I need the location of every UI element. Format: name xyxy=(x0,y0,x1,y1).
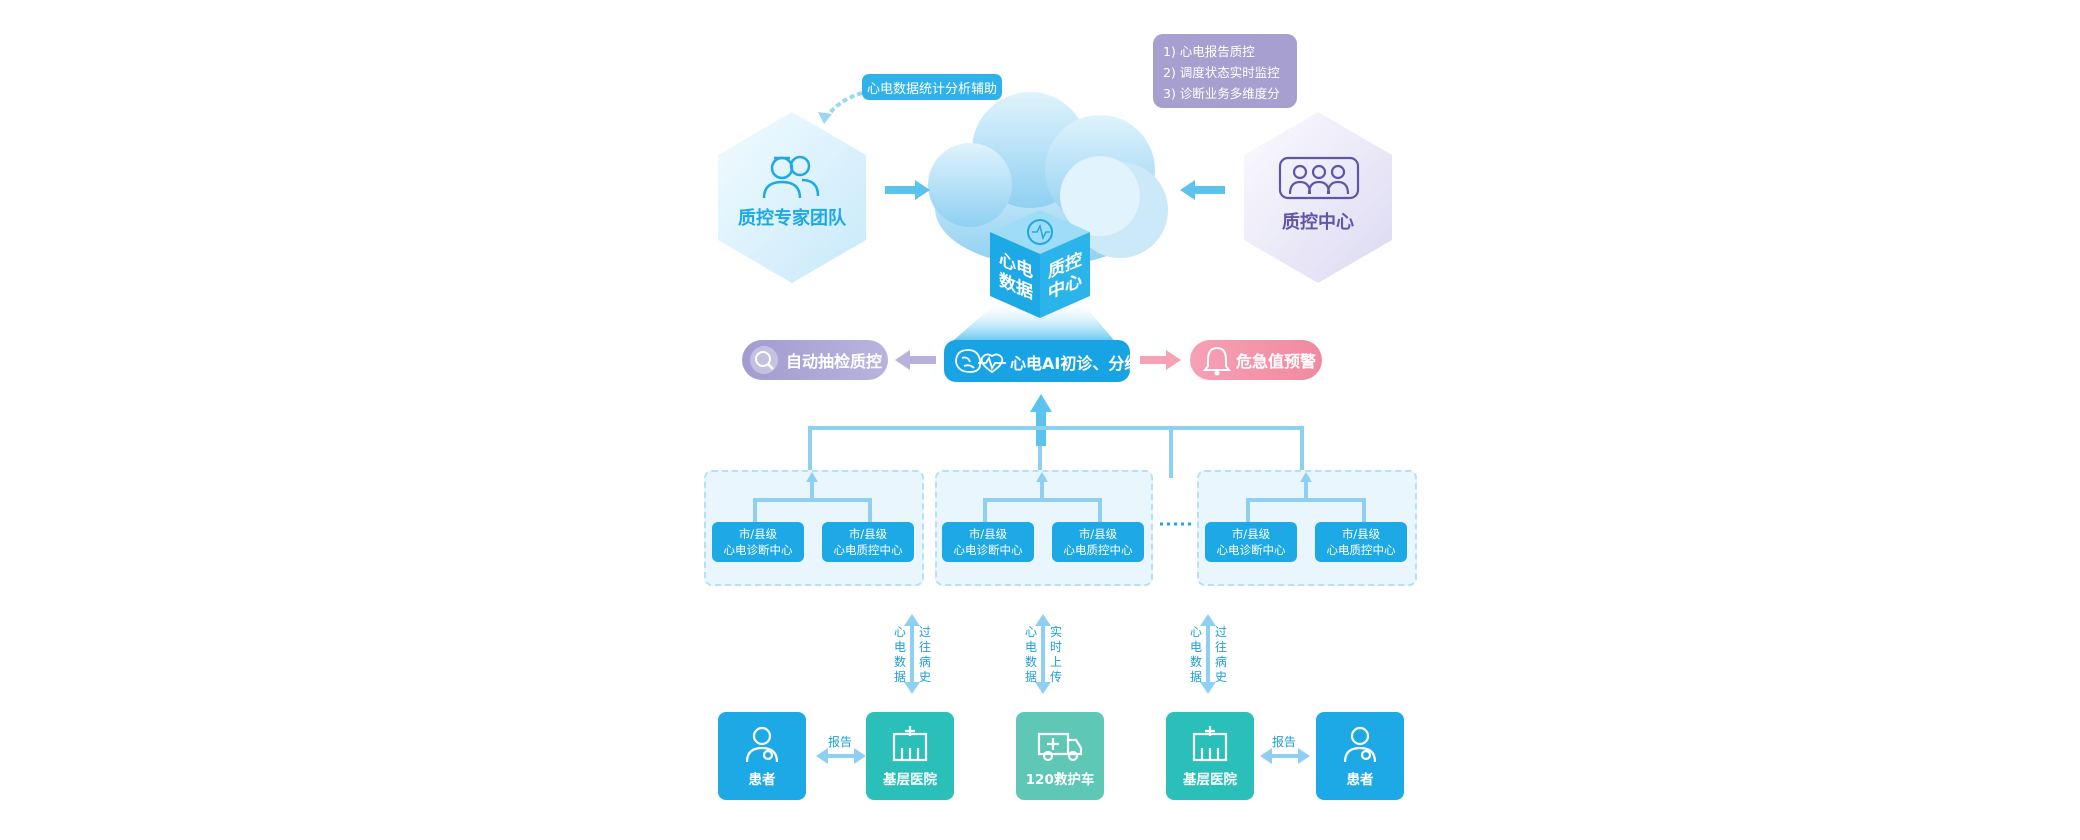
note-line-1: 1) 心电报告质控 xyxy=(1163,44,1255,59)
diagnosis-center-unit: 市/县级 心电诊断中心 xyxy=(712,522,804,562)
stats-assist-bubble: 心电数据统计分析辅助 xyxy=(862,74,1002,100)
ambulance-label: 120救护车 xyxy=(1025,772,1095,788)
qc-center-unit: 市/县级 心电质控中心 xyxy=(822,522,914,562)
diagnosis-center-unit: 市/县级 心电诊断中心 xyxy=(942,522,1034,562)
arrow-ai-to-alert xyxy=(1140,350,1181,370)
doctors-icon xyxy=(762,155,820,199)
hospital-label: 基层医院 xyxy=(1183,772,1237,788)
hospital-icon xyxy=(1192,726,1228,762)
ai-diagnosis-label: 心电AI初诊、分级 xyxy=(1010,354,1141,373)
unit-line-2: 心电诊断中心 xyxy=(723,543,793,557)
link-text-right: 实时上传 xyxy=(1049,625,1062,684)
patient-label: 患者 xyxy=(748,772,776,788)
unit-line-2: 心电诊断中心 xyxy=(953,543,1023,557)
unit-line-1: 市/县级 xyxy=(1341,527,1381,541)
hospital-icon xyxy=(892,726,928,762)
unit-line-1: 市/县级 xyxy=(738,527,778,541)
arrow-center-to-cloud xyxy=(1180,180,1225,200)
report-label-right: 报告 xyxy=(1272,735,1297,749)
auto-check-label: 自动抽检质控 xyxy=(786,352,883,371)
trunk-lines xyxy=(808,426,1304,478)
unit-line-1: 市/县级 xyxy=(1078,527,1118,541)
unit-line-1: 市/县级 xyxy=(1231,527,1271,541)
patient-label: 患者 xyxy=(1346,772,1374,788)
diagnosis-center-unit: 市/县级 心电诊断中心 xyxy=(1205,522,1297,562)
expert-team-label: 质控专家团队 xyxy=(738,208,846,229)
brain-heart-icon xyxy=(955,349,1006,374)
link-text-left: 心电数据 xyxy=(1189,625,1202,684)
note-line-2: 2) 调度状态实时监控 xyxy=(1163,65,1280,80)
unit-line-2: 心电质控中心 xyxy=(1063,543,1133,557)
link-text-left: 心电数据 xyxy=(1024,625,1037,684)
link-text-right: 过往病史 xyxy=(1214,625,1227,684)
auto-check-pill: 自动抽检质控 xyxy=(742,340,888,380)
patient-icon xyxy=(1343,726,1377,763)
unit-line-2: 心电诊断中心 xyxy=(1216,543,1286,557)
link-text-right: 过往病史 xyxy=(918,625,931,684)
patient-tile-left: 患者 xyxy=(718,712,806,800)
ambulance-tile: 120救护车 xyxy=(1016,712,1104,800)
qc-notes-box: 1) 心电报告质控 2) 调度状态实时监控 3) 诊断业务多维度分析 xyxy=(1153,34,1297,122)
arrow-ai-to-auto-check xyxy=(895,350,936,370)
hospital-tile-right: 基层医院 xyxy=(1166,712,1254,800)
qc-center-unit: 市/县级 心电质控中心 xyxy=(1315,522,1407,562)
hospital-tile-left: 基层医院 xyxy=(866,712,954,800)
stats-arrow-head xyxy=(818,112,832,124)
report-label-left: 报告 xyxy=(828,735,853,749)
arrow-expert-to-cloud xyxy=(885,180,930,200)
ambulance-icon xyxy=(1037,732,1083,762)
expert-team-hexagon xyxy=(718,112,866,283)
qc-center-unit: 市/县级 心电质控中心 xyxy=(1052,522,1144,562)
hospital-label: 基层医院 xyxy=(883,772,937,788)
patient-tile-right: 患者 xyxy=(1316,712,1404,800)
light-beam xyxy=(948,300,1118,345)
qc-center-label: 质控中心 xyxy=(1282,212,1354,233)
alert-label: 危急值预警 xyxy=(1236,352,1317,371)
alert-pill: 危急值预警 xyxy=(1190,340,1322,380)
unit-line-1: 市/县级 xyxy=(968,527,1008,541)
patient-icon xyxy=(745,726,779,763)
unit-line-2: 心电质控中心 xyxy=(833,543,903,557)
data-cube xyxy=(990,210,1090,318)
search-check-icon xyxy=(750,346,778,374)
meeting-icon xyxy=(1278,156,1360,200)
bell-icon xyxy=(1203,346,1231,376)
unit-line-2: 心电质控中心 xyxy=(1326,543,1396,557)
unit-line-1: 市/县级 xyxy=(848,527,888,541)
note-line-3: 3) 诊断业务多维度分析 xyxy=(1163,86,1280,122)
link-text-left: 心电数据 xyxy=(893,625,906,684)
